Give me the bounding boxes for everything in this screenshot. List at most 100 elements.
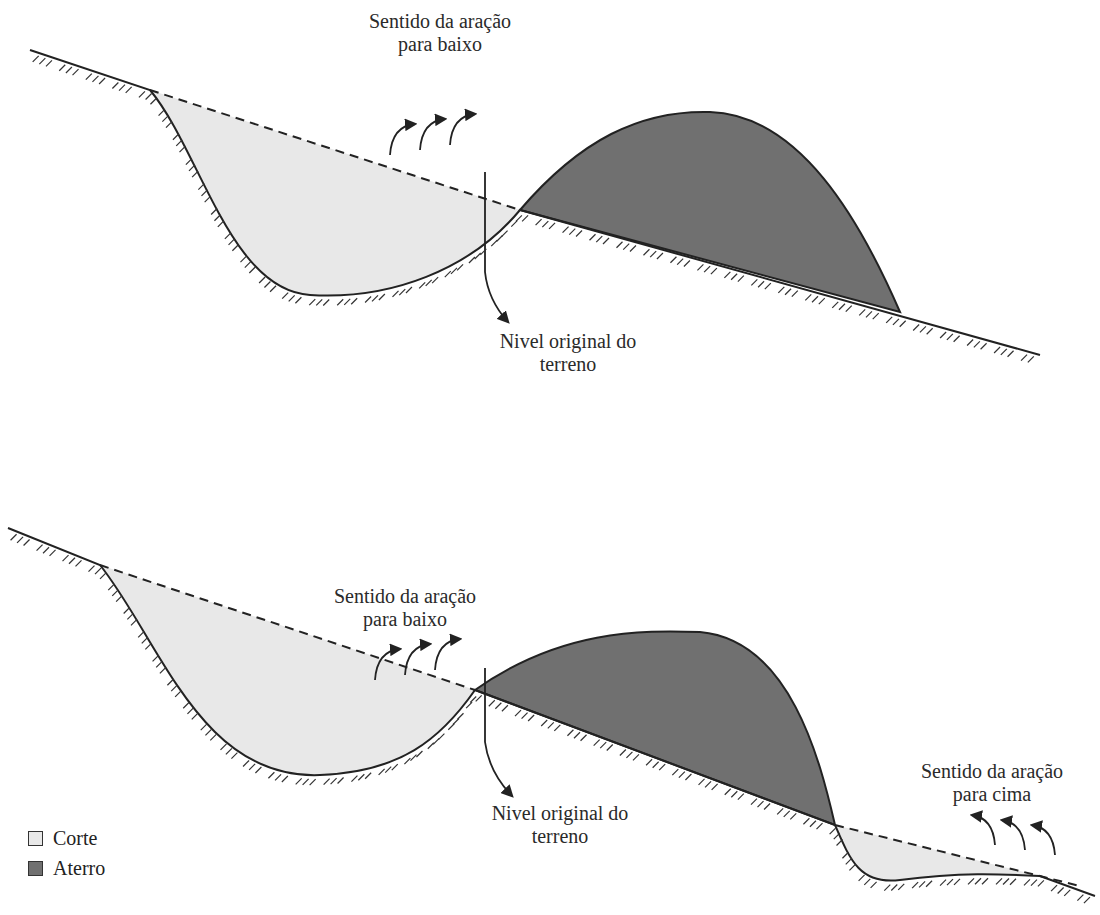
hatch-stroke xyxy=(536,219,542,225)
hatch-stroke xyxy=(243,760,249,766)
hatch-stroke xyxy=(295,297,301,303)
hatch-stroke xyxy=(954,336,960,342)
hatch-stroke xyxy=(432,277,438,283)
hatch-stroke xyxy=(112,82,118,88)
hatch-stroke xyxy=(156,661,162,667)
leader-line xyxy=(485,172,508,322)
hatch-stroke xyxy=(711,268,717,274)
hatch-stroke xyxy=(469,257,475,263)
hatch-stroke xyxy=(790,813,796,819)
hatch-stroke xyxy=(1008,351,1014,357)
hatch-stroke xyxy=(864,879,870,885)
hatch-stroke xyxy=(218,221,224,227)
hatch-stroke xyxy=(466,702,472,708)
hatch-stroke xyxy=(428,743,434,749)
hatch-stroke xyxy=(758,801,764,807)
hatch-stroke xyxy=(764,804,770,810)
hatch-stroke xyxy=(249,267,255,273)
hatch-stroke xyxy=(830,828,836,834)
hatch-stroke xyxy=(175,691,181,697)
annotation-label: Nivel original do terreno xyxy=(480,802,640,848)
hatch-stroke xyxy=(365,773,371,779)
hatch-stroke xyxy=(489,700,495,706)
hatch-stroke xyxy=(657,253,663,259)
hatch-stroke xyxy=(1001,349,1007,355)
hatch-stroke xyxy=(684,261,690,267)
hatch-stroke xyxy=(785,289,791,295)
annotation-label: Sentido da aração para cima xyxy=(902,760,1082,806)
bottom-section xyxy=(8,528,1095,896)
hatch-stroke xyxy=(393,291,399,297)
hatch-stroke xyxy=(817,823,823,829)
hatch-stroke xyxy=(142,637,148,643)
hatch-stroke xyxy=(198,184,204,190)
plough-arrows-up xyxy=(972,815,1055,855)
hatch-stroke xyxy=(126,87,132,93)
hatch-stroke xyxy=(1028,356,1034,362)
hatch-stroke xyxy=(264,282,270,288)
hatch-stroke xyxy=(63,555,69,561)
hatch-stroke xyxy=(162,116,168,122)
hatch-stroke xyxy=(379,294,385,300)
hatch-stroke xyxy=(563,227,569,233)
hatch-stroke xyxy=(704,266,710,272)
soil-hatching xyxy=(11,56,1090,903)
hatch-stroke xyxy=(968,878,974,884)
hatch-stroke xyxy=(112,590,118,596)
legend-item: Aterro xyxy=(28,856,105,880)
hatch-stroke xyxy=(296,778,302,784)
hatch-stroke xyxy=(765,283,771,289)
hatch-stroke xyxy=(837,840,843,846)
hatch-stroke xyxy=(596,236,602,242)
hatch-stroke xyxy=(859,309,865,315)
annotation-label: Nivel original do terreno xyxy=(488,330,648,376)
hatch-stroke xyxy=(337,299,343,305)
hatch-stroke xyxy=(913,324,919,330)
hatch-stroke xyxy=(643,249,649,255)
hatch-stroke xyxy=(685,774,691,780)
hatch-stroke xyxy=(731,274,737,280)
hatch-stroke xyxy=(620,749,626,755)
hatch-stroke xyxy=(900,321,906,327)
hatch-stroke xyxy=(231,753,237,759)
hatch-stroke xyxy=(146,94,152,100)
hatch-stroke xyxy=(697,264,703,270)
hatch-stroke xyxy=(138,631,144,637)
hatch-stroke xyxy=(139,91,145,97)
hatch-stroke xyxy=(600,742,606,748)
hatch-stroke xyxy=(282,293,288,299)
hatch-stroke xyxy=(166,122,172,128)
hatch-stroke xyxy=(310,779,316,785)
hatch-stroke xyxy=(495,703,501,709)
hatch-stroke xyxy=(221,744,227,750)
hatch-stroke xyxy=(947,334,953,340)
hatch-stroke xyxy=(282,776,288,782)
hatch-stroke xyxy=(116,596,122,602)
hatch-stroke xyxy=(189,165,195,171)
hatch-stroke xyxy=(646,759,652,765)
hatch-stroke xyxy=(982,878,988,884)
hatch-stroke xyxy=(225,233,231,239)
hatch-stroke xyxy=(650,251,656,257)
hatch-stroke xyxy=(99,78,105,84)
hatch-stroke xyxy=(967,340,973,346)
hatch-stroke xyxy=(590,234,596,240)
hatch-stroke xyxy=(1003,879,1009,885)
hatch-stroke xyxy=(576,230,582,236)
hatch-stroke xyxy=(232,245,238,251)
hatch-stroke xyxy=(940,332,946,338)
hatch-stroke xyxy=(438,734,444,740)
hatch-stroke xyxy=(323,300,329,306)
hatch-stroke xyxy=(549,223,555,229)
hatch-stroke xyxy=(119,85,125,91)
original-level-dashed xyxy=(150,90,520,210)
hatch-stroke xyxy=(358,774,364,780)
hatch-stroke xyxy=(515,710,521,716)
hatch-stroke xyxy=(150,98,156,104)
hatch-stroke xyxy=(846,306,852,312)
hatch-stroke xyxy=(528,715,534,721)
hatch-stroke xyxy=(751,279,757,285)
hatch-stroke xyxy=(160,667,166,673)
hatch-stroke xyxy=(859,875,865,881)
plough-arrows xyxy=(375,639,460,680)
